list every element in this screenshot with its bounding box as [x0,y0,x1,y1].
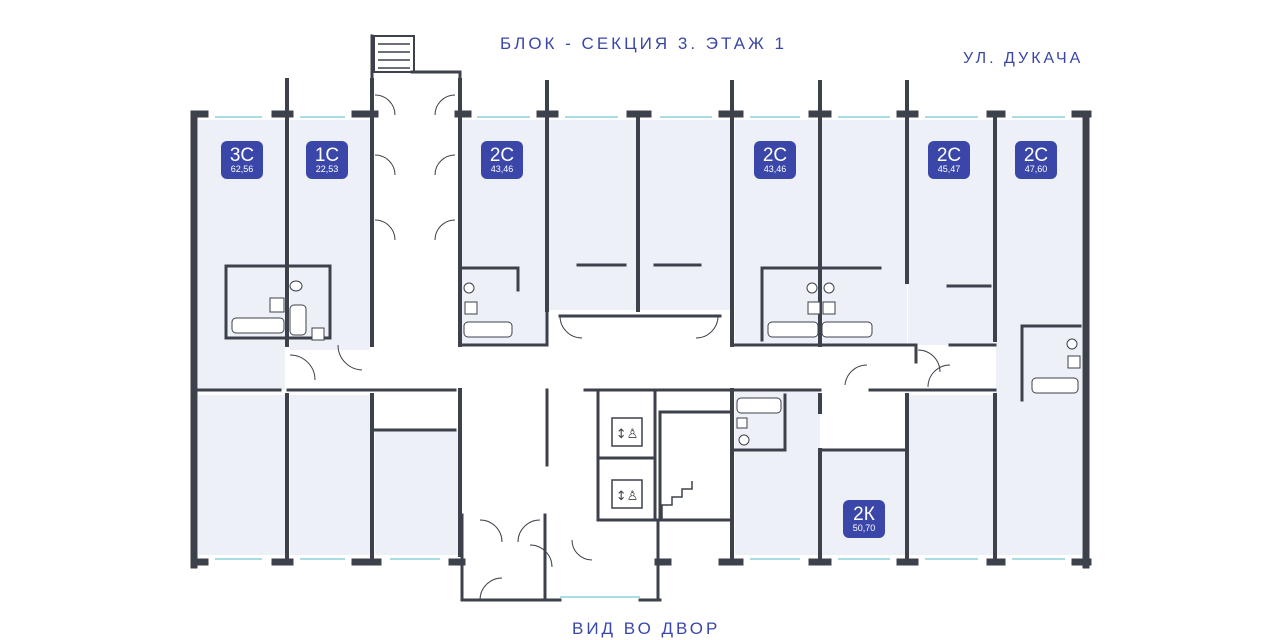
stairs-icon [373,35,693,520]
apartment-area: 43,46 [491,164,514,174]
apartment-code: 2С [490,145,514,166]
apartment-area: 47,60 [1025,164,1048,174]
apartment-code: 2С [1024,145,1048,166]
elevator-icon: ↕♙ [611,417,643,447]
apartment-badge[interactable]: 1С 22,53 [306,141,348,179]
street-label: УЛ. ДУКАЧА [963,50,1084,67]
apartment-badge[interactable]: 2С 43,46 [754,141,796,179]
door-swings [289,94,951,601]
svg-text:↕♙: ↕♙ [616,489,639,504]
view-direction-label: ВИД ВО ДВОР [572,619,721,638]
svg-text:↕♙: ↕♙ [616,427,639,442]
apartment-area: 22,53 [316,164,339,174]
apartment-badge[interactable]: 2С 45,47 [928,141,970,179]
apartment-code: 1С [315,145,339,166]
apartment-area: 62,56 [231,164,254,174]
plan-title: БЛОК - СЕКЦИЯ 3. ЭТАЖ 1 [500,34,788,53]
elevator-icon: ↕♙ [611,479,643,509]
bathtub-icon [231,304,1079,414]
room-fills [198,120,1082,555]
apartment-area: 43,46 [764,164,787,174]
apartment-code: 2С [937,145,961,166]
windows [215,116,1065,598]
apartment-badge[interactable]: 2С 43,46 [481,141,523,179]
toilet-icon [269,280,1081,446]
apartment-badge[interactable]: 2С 47,60 [1015,141,1057,179]
apartment-code: 2С [763,145,787,166]
walls [190,34,1092,602]
apartment-code: 2К [853,504,875,525]
apartment-code: 3С [230,145,254,166]
apartment-badge[interactable]: 2К 50,70 [843,500,885,538]
apartment-badge[interactable]: 3С 62,56 [221,141,263,179]
apartment-area: 50,70 [853,523,876,533]
apartment-area: 45,47 [938,164,961,174]
